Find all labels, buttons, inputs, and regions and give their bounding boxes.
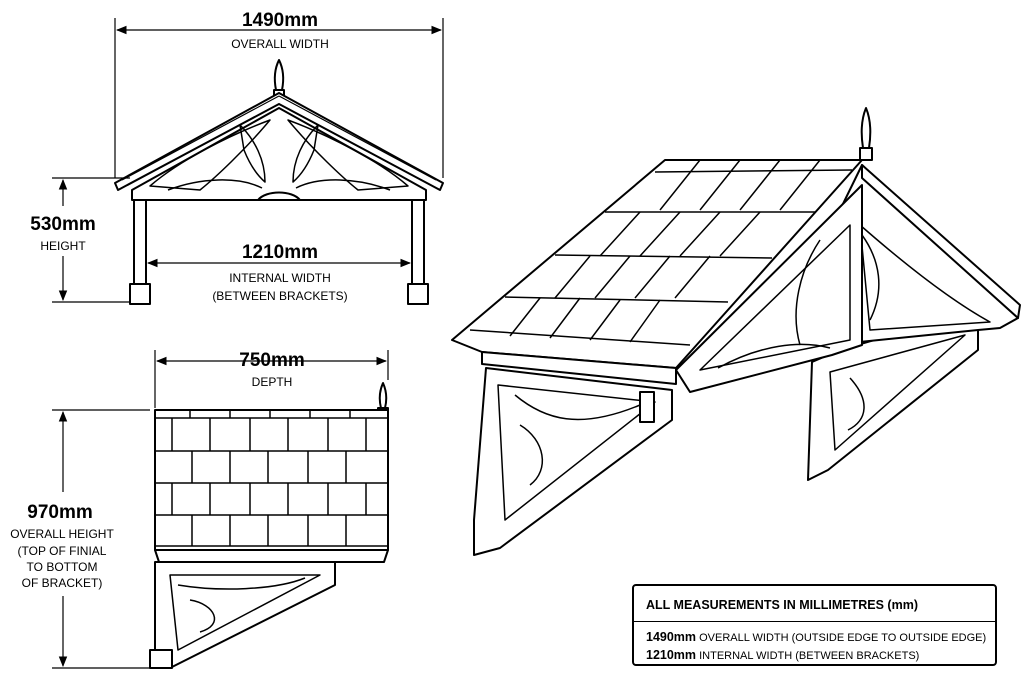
overall-width-value: 1490mm bbox=[242, 10, 318, 31]
dim-height bbox=[52, 177, 130, 303]
right-post bbox=[411, 199, 425, 285]
internal-width-value: 1210mm bbox=[242, 242, 318, 263]
overall-height-caption-4: OF BRACKET) bbox=[22, 576, 103, 590]
height-caption: HEIGHT bbox=[40, 239, 86, 253]
overall-height-caption-1: OVERALL HEIGHT bbox=[10, 527, 114, 541]
left-post bbox=[133, 199, 147, 285]
depth-value: 750mm bbox=[239, 350, 305, 371]
note-row-text: INTERNAL WIDTH (BETWEEN BRACKETS) bbox=[699, 650, 920, 662]
side-roof-tiles bbox=[154, 409, 389, 551]
note-row-text: OVERALL WIDTH (OUTSIDE EDGE TO OUTSIDE E… bbox=[699, 632, 987, 644]
isometric-view bbox=[451, 107, 1021, 556]
measurements-note-box: ALL MEASUREMENTS IN MILLIMETRES (mm) 149… bbox=[632, 584, 997, 666]
note-row-value: 1210mm bbox=[646, 648, 697, 662]
depth-caption: DEPTH bbox=[252, 375, 293, 389]
front-finial bbox=[273, 59, 285, 91]
height-value: 530mm bbox=[30, 214, 96, 235]
dim-overall-height bbox=[52, 409, 150, 669]
iso-finial bbox=[860, 107, 872, 149]
overall-height-caption-3: TO BOTTOM bbox=[27, 560, 98, 574]
side-elevation bbox=[149, 382, 389, 669]
dim-overall-width bbox=[114, 18, 444, 178]
note-row-value: 1490mm bbox=[646, 630, 697, 644]
note-row: 1490mm OVERALL WIDTH (OUTSIDE EDGE TO OU… bbox=[646, 630, 986, 644]
iso-front-bracket bbox=[473, 367, 673, 556]
side-finial bbox=[378, 382, 388, 409]
overall-width-caption: OVERALL WIDTH bbox=[231, 37, 329, 51]
internal-width-caption-2: (BETWEEN BRACKETS) bbox=[212, 289, 347, 303]
overall-height-value: 970mm bbox=[27, 502, 93, 523]
note-divider bbox=[634, 621, 995, 622]
front-roof bbox=[114, 92, 444, 191]
front-elevation bbox=[114, 59, 444, 305]
note-title: ALL MEASUREMENTS IN MILLIMETRES (mm) bbox=[646, 598, 918, 612]
internal-width-caption-1: INTERNAL WIDTH bbox=[229, 271, 331, 285]
note-row: 1210mm INTERNAL WIDTH (BETWEEN BRACKETS) bbox=[646, 648, 919, 662]
dim-depth bbox=[154, 350, 389, 408]
overall-height-caption-2: (TOP OF FINIAL bbox=[18, 544, 107, 558]
front-gable bbox=[131, 107, 427, 201]
iso-front-gable bbox=[675, 184, 863, 393]
